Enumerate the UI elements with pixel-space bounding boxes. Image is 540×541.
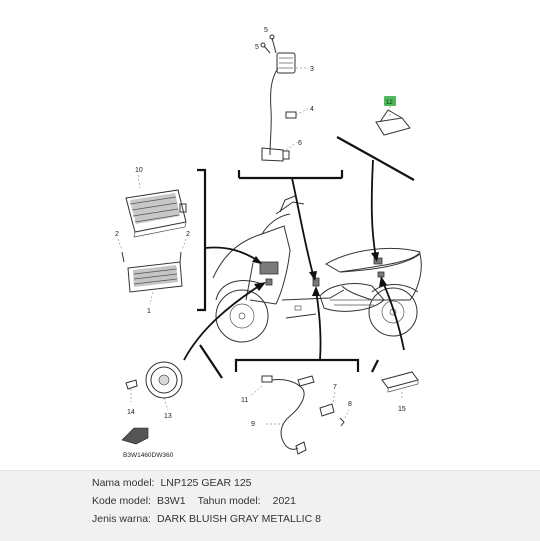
flasher-group: 15 <box>371 359 419 413</box>
scooter-outline <box>212 195 422 343</box>
color-row: Jenis warna: DARK BLUISH GRAY METALLIC 8 <box>92 513 321 525</box>
callout-14: 14 <box>127 409 135 416</box>
model-code-row: Kode model: B3W1 Tahun model: 2021 <box>92 495 296 507</box>
callout-4: 4 <box>310 106 314 113</box>
callout-6: 6 <box>298 140 302 147</box>
callout-10: 10 <box>135 167 143 174</box>
callout-2-left: 2 <box>115 231 119 238</box>
color-value: DARK BLUISH GRAY METALLIC 8 <box>156 513 321 525</box>
callout-12: 12 <box>386 100 393 106</box>
highlight-badge-icon <box>384 96 396 106</box>
callout-1: 1 <box>147 308 151 315</box>
color-label: Jenis warna: <box>92 513 151 525</box>
callout-3: 3 <box>310 66 314 73</box>
callout-5-mid: 5 <box>255 44 259 51</box>
relay-group: 12 <box>336 96 415 181</box>
leader-lines <box>183 159 405 361</box>
ignition-coil-group: 5 5 3 4 6 <box>237 27 344 180</box>
model-name-row: Nama model: LNP125 GEAR 125 <box>92 477 252 489</box>
model-year-value: 2021 <box>272 495 296 507</box>
model-name-value: LNP125 GEAR 125 <box>160 477 252 489</box>
callout-9: 9 <box>251 421 255 428</box>
page-code: B3W1460DW360 <box>123 452 174 459</box>
callout-5-top: 5 <box>264 27 268 34</box>
model-code-label: Kode model: <box>92 495 151 507</box>
ecu-group: 10 2 2 1 <box>115 167 207 315</box>
sensor-group: 11 9 7 8 <box>234 358 360 455</box>
front-direction-icon <box>121 427 149 445</box>
scooter-markers <box>259 257 385 287</box>
model-year-label: Tahun model: <box>197 495 261 507</box>
model-name-label: Nama model: <box>92 477 155 489</box>
horn-group: 13 14 B3W1460DW360 <box>121 344 223 459</box>
model-code-value: B3W1 <box>156 495 186 507</box>
callout-15: 15 <box>398 406 406 413</box>
callout-2-right: 2 <box>186 231 190 238</box>
callout-13: 13 <box>164 413 172 420</box>
callout-7: 7 <box>333 384 337 391</box>
model-info-panel: Nama model: LNP125 GEAR 125 Kode model: B3… <box>0 470 540 541</box>
callout-8: 8 <box>348 401 352 408</box>
parts-diagram: 5 5 3 4 6 12 10 2 2 <box>115 27 422 459</box>
callout-11: 11 <box>241 397 248 404</box>
